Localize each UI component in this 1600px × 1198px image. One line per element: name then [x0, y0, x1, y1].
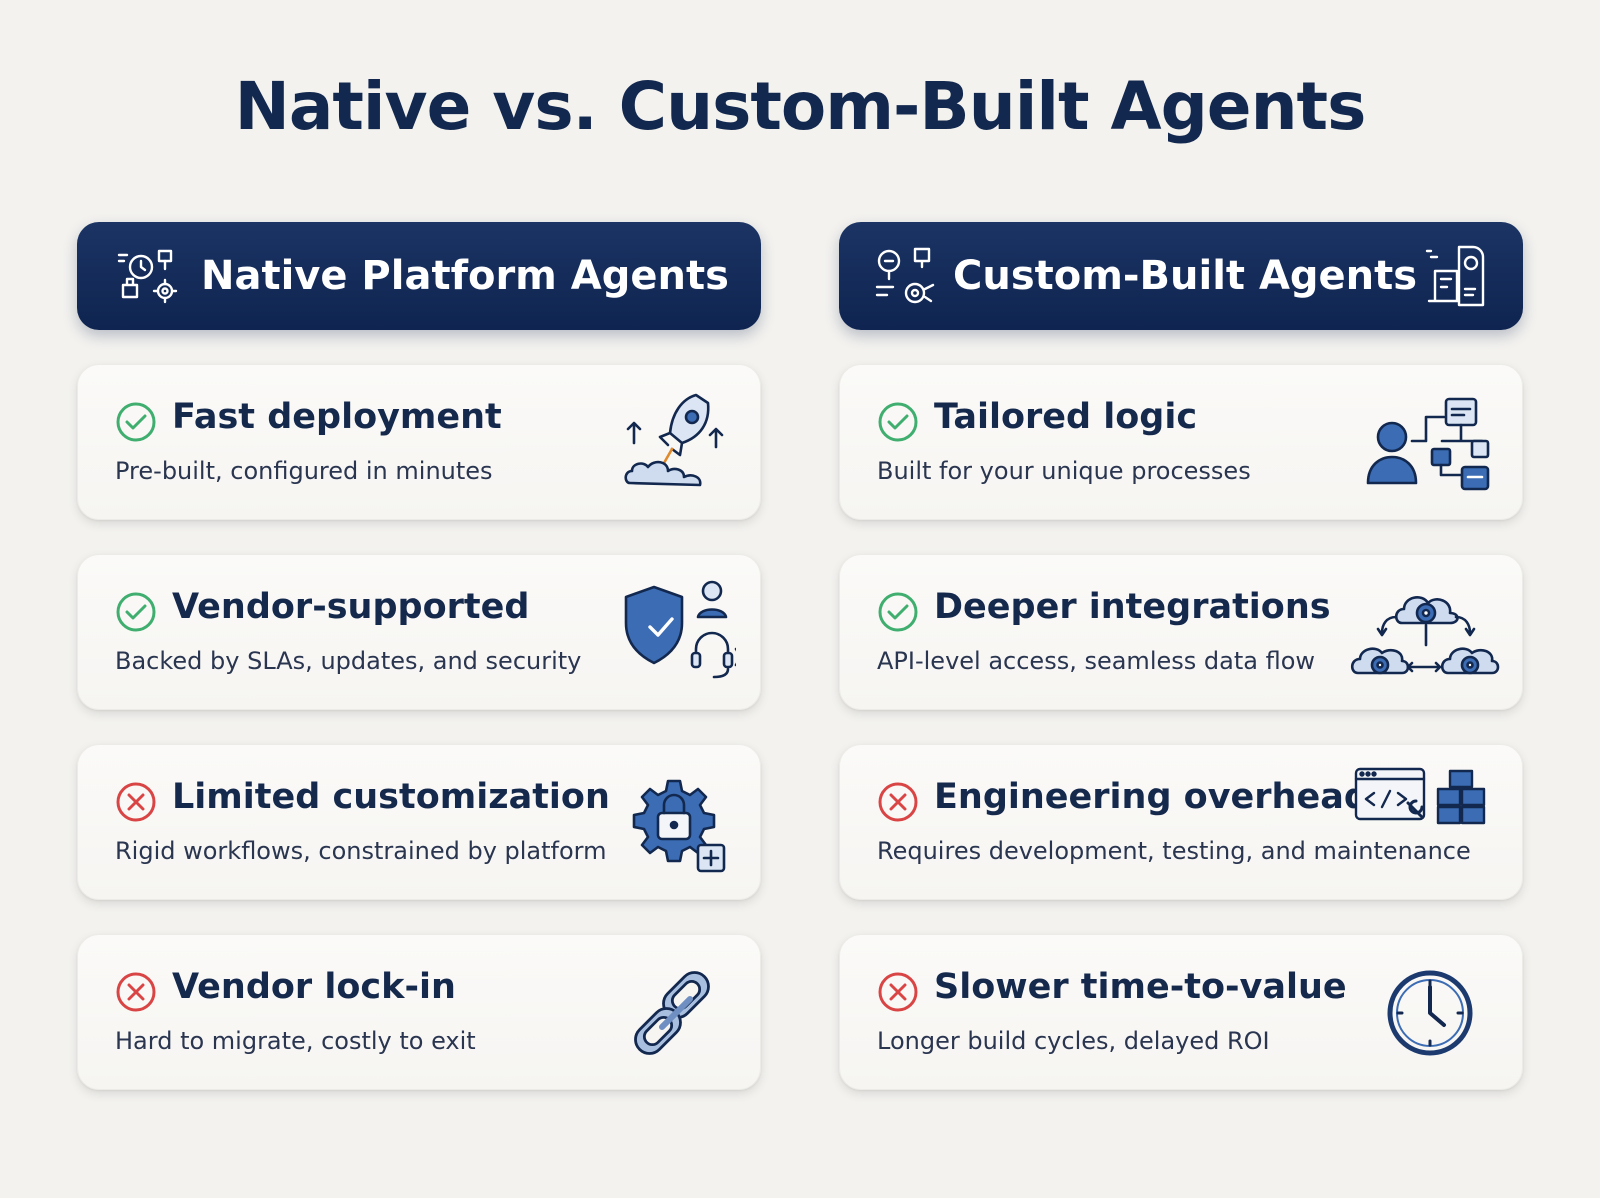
- x-circle-icon: [116, 782, 156, 822]
- card-title: Deeper integrations: [934, 587, 1331, 627]
- card-description: Requires development, testing, and maint…: [877, 837, 1471, 865]
- check-circle-icon: [878, 592, 918, 632]
- card-description: Pre-built, configured in minutes: [115, 457, 493, 485]
- builder-icon: [875, 247, 935, 304]
- clock-icon: [1387, 970, 1473, 1056]
- page-title: Native vs. Custom-Built Agents: [234, 68, 1367, 145]
- card-description: API-level access, seamless data flow: [877, 647, 1315, 675]
- card-description: Longer build cycles, delayed ROI: [877, 1027, 1270, 1055]
- x-circle-icon: [116, 972, 156, 1012]
- card-title: Tailored logic: [934, 397, 1198, 437]
- native-card-vendor-lock-in: Vendor lock-in Hard to migrate, costly t…: [77, 934, 761, 1090]
- native-card-limited-customization: Limited customization Rigid workflows, c…: [77, 744, 761, 900]
- custom-card-deeper-integrations: Deeper integrations API-level access, se…: [839, 554, 1523, 710]
- chain-link-icon: [634, 971, 710, 1055]
- x-circle-icon: [878, 782, 918, 822]
- gear-lock-icon: [632, 779, 726, 873]
- card-title: Engineering overhead: [934, 777, 1369, 817]
- native-header: Native Platform Agents: [77, 222, 761, 330]
- user-flowchart-icon: [1366, 397, 1490, 491]
- shield-support-icon: [624, 580, 736, 679]
- native-column: Native Platform Agents Fast deployment P…: [77, 222, 761, 1090]
- custom-card-slower-time-to-value: Slower time-to-value Longer build cycles…: [839, 934, 1523, 1090]
- x-circle-icon: [878, 972, 918, 1012]
- card-description: Backed by SLAs, updates, and security: [115, 647, 582, 675]
- custom-header: Custom-Built Agents: [839, 222, 1523, 330]
- card-title: Vendor lock-in: [172, 967, 456, 1007]
- check-circle-icon: [116, 402, 156, 442]
- custom-header-title: Custom-Built Agents: [953, 253, 1418, 299]
- card-title: Vendor-supported: [172, 587, 530, 627]
- custom-column: Custom-Built Agents Tailored logic Built…: [839, 222, 1523, 1090]
- native-card-fast-deployment: Fast deployment Pre-built, configured in…: [77, 364, 761, 520]
- blueprint-icon: [1425, 245, 1485, 307]
- card-title: Slower time-to-value: [934, 967, 1347, 1007]
- card-description: Built for your unique processes: [877, 457, 1251, 485]
- cloud-gears-icon: [1350, 596, 1500, 675]
- native-card-vendor-supported: Vendor-supported Backed by SLAs, updates…: [77, 554, 761, 710]
- card-description: Hard to migrate, costly to exit: [115, 1027, 476, 1055]
- tools-gear-icon: [117, 249, 178, 304]
- native-header-title: Native Platform Agents: [201, 253, 729, 299]
- card-title: Fast deployment: [172, 397, 502, 437]
- custom-card-tailored-logic: Tailored logic Built for your unique pro…: [839, 364, 1523, 520]
- code-window-icon: [1354, 767, 1486, 825]
- check-circle-icon: [116, 592, 156, 632]
- custom-card-engineering-overhead: Engineering overhead Requires developmen…: [839, 744, 1523, 900]
- rocket-icon: [624, 393, 724, 487]
- card-description: Rigid workflows, constrained by platform: [115, 837, 607, 865]
- check-circle-icon: [878, 402, 918, 442]
- card-title: Limited customization: [172, 777, 610, 817]
